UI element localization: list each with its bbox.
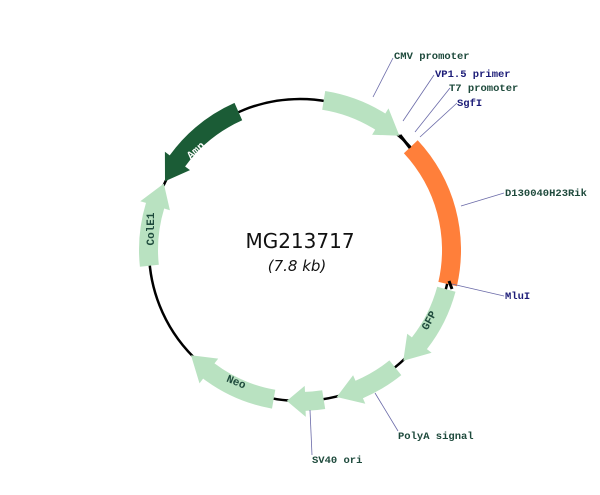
label-t7-promoter: T7 promoter (449, 83, 518, 95)
feature-arrow-amp (164, 102, 243, 182)
leader-cmv (372, 57, 394, 98)
leader-t7 (414, 87, 451, 133)
leader-polya (374, 392, 399, 432)
label-sgfi: SgfI (457, 98, 482, 110)
label-cmv-promoter: CMV promoter (394, 51, 470, 63)
leader-mlui (451, 283, 505, 297)
feature-arrow-cmv (322, 91, 400, 136)
feature-arrow-sv40 (286, 385, 326, 417)
site-tick-mlui (447, 280, 454, 290)
feature-arrow-cole1 (139, 183, 170, 267)
feature-arrow-gfp (403, 286, 456, 361)
label-sv40-ori: SV40 ori (312, 455, 362, 467)
plasmid-size: (7.8 kb) (268, 257, 327, 275)
label-vp15-primer: VP1.5 primer (435, 69, 511, 81)
leader-sgfi (419, 102, 458, 138)
feature-text-cole1: ColE1 (146, 212, 158, 245)
site-tick-sgfi (398, 134, 412, 149)
leader-insert (460, 192, 505, 207)
feature-arrow-insert (403, 140, 462, 287)
label-polya-signal: PolyA signal (398, 431, 474, 443)
feature-arrow-polya (336, 360, 402, 404)
label-mlui: MluI (505, 291, 530, 303)
leader-vp15 (402, 74, 435, 122)
plasmid-name: MG213717 (245, 229, 354, 253)
feature-arrow-neo (191, 355, 276, 409)
label-insert: D130040H23Rik (505, 188, 587, 200)
leader-sv40 (309, 409, 313, 456)
